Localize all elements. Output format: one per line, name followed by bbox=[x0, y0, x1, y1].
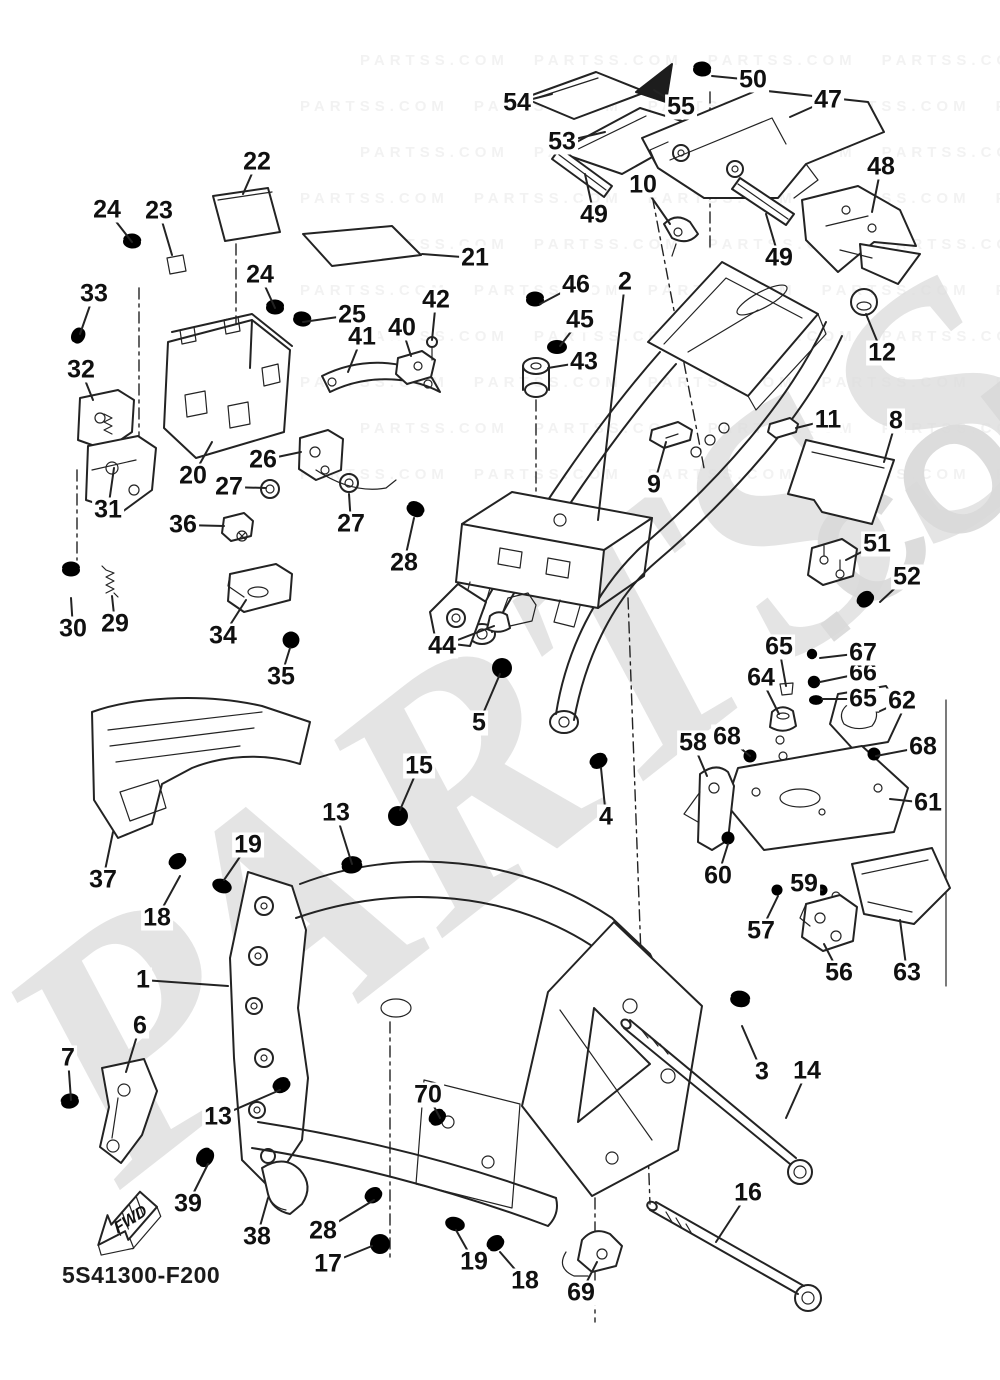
part-number-label: 64 bbox=[745, 663, 777, 692]
part-number-label: 53 bbox=[546, 127, 578, 156]
part-main-frame bbox=[59, 806, 822, 1312]
leader-line bbox=[597, 281, 626, 521]
part-number-label: 68 bbox=[907, 732, 939, 761]
part-number-label: 9 bbox=[645, 470, 663, 499]
part-number-label: 27 bbox=[335, 509, 367, 538]
part-rear-frame bbox=[429, 261, 878, 772]
part-number-label: 36 bbox=[167, 510, 199, 539]
part-number-label: 51 bbox=[861, 529, 893, 558]
part-number-label: 19 bbox=[458, 1247, 490, 1276]
part-number-label: 18 bbox=[509, 1266, 541, 1295]
part-number-label: 27 bbox=[213, 472, 245, 501]
part-number-label: 20 bbox=[177, 461, 209, 490]
part-number-label: 48 bbox=[865, 152, 897, 181]
part-number-label: 24 bbox=[91, 195, 123, 224]
part-number-label: 61 bbox=[912, 788, 944, 817]
part-number-label: 11 bbox=[812, 405, 844, 434]
part-number-label: 68 bbox=[711, 722, 743, 751]
part-number-label: 56 bbox=[823, 958, 855, 987]
part-number-label: 1 bbox=[134, 965, 152, 994]
leader-line bbox=[142, 979, 229, 987]
part-number-label: 16 bbox=[732, 1178, 764, 1207]
part-number-label: 2 bbox=[616, 267, 634, 296]
part-number-label: 59 bbox=[788, 869, 820, 898]
part-number-label: 65 bbox=[847, 684, 879, 713]
part-number-label: 21 bbox=[459, 243, 491, 272]
part-number-label: 60 bbox=[702, 861, 734, 890]
part-number-label: 32 bbox=[65, 355, 97, 384]
part-number-label: 70 bbox=[412, 1080, 444, 1109]
part-number-label: 49 bbox=[578, 200, 610, 229]
part-number-label: 12 bbox=[866, 338, 898, 367]
part-number-label: 25 bbox=[336, 300, 368, 329]
part-number-label: 30 bbox=[57, 614, 89, 643]
part-number-label: 69 bbox=[565, 1278, 597, 1307]
part-number-label: 19 bbox=[232, 830, 264, 859]
part-number-label: 45 bbox=[564, 305, 596, 334]
part-number-label: 5 bbox=[470, 708, 488, 737]
part-number-label: 44 bbox=[426, 631, 458, 660]
part-number-label: 13 bbox=[320, 798, 352, 827]
part-number-label: 26 bbox=[247, 445, 279, 474]
part-number-label: 37 bbox=[87, 865, 119, 894]
part-number-label: 33 bbox=[78, 279, 110, 308]
part-number-label: 31 bbox=[92, 495, 124, 524]
part-number-label: 28 bbox=[388, 548, 420, 577]
part-number-label: 28 bbox=[307, 1216, 339, 1245]
part-number-label: 24 bbox=[244, 260, 276, 289]
part-number-label: 3 bbox=[753, 1057, 771, 1086]
part-top-bracket-assembly bbox=[523, 60, 921, 285]
part-number-label: 14 bbox=[791, 1056, 823, 1085]
part-number-label: 15 bbox=[403, 751, 435, 780]
part-number-label: 35 bbox=[265, 662, 297, 691]
part-battery-box-group bbox=[62, 187, 441, 666]
part-number-label: 34 bbox=[207, 621, 239, 650]
part-number-label: 54 bbox=[501, 88, 533, 117]
part-heat-shield bbox=[91, 697, 311, 839]
part-number-label: 38 bbox=[241, 1222, 273, 1251]
part-number-label: 67 bbox=[847, 638, 879, 667]
part-number-label: 50 bbox=[737, 65, 769, 94]
part-number-label: 17 bbox=[312, 1249, 344, 1278]
part-number-label: 13 bbox=[202, 1102, 234, 1131]
part-number-label: 49 bbox=[763, 243, 795, 272]
part-number-label: 40 bbox=[386, 313, 418, 342]
part-number-label: 41 bbox=[346, 322, 378, 351]
part-number-label: 62 bbox=[886, 686, 918, 715]
part-number-label: 43 bbox=[568, 347, 600, 376]
drawing-code: 5S41300-F200 bbox=[62, 1262, 221, 1288]
part-number-label: 6 bbox=[131, 1011, 149, 1040]
part-number-label: 7 bbox=[59, 1043, 77, 1072]
part-number-label: 57 bbox=[745, 916, 777, 945]
fwd-arrow bbox=[97, 1190, 158, 1247]
part-number-label: 46 bbox=[560, 270, 592, 299]
part-number-label: 10 bbox=[627, 170, 659, 199]
part-number-label: 47 bbox=[812, 85, 844, 114]
part-number-label: 8 bbox=[887, 406, 905, 435]
part-number-label: 22 bbox=[241, 147, 273, 176]
part-number-label: 52 bbox=[891, 562, 923, 591]
part-number-label: 63 bbox=[891, 958, 923, 987]
part-number-label: 39 bbox=[172, 1189, 204, 1218]
part-number-label: 55 bbox=[665, 92, 697, 121]
part-number-label: 4 bbox=[597, 802, 615, 831]
part-number-label: 29 bbox=[99, 609, 131, 638]
part-number-label: 58 bbox=[677, 728, 709, 757]
part-number-label: 23 bbox=[143, 196, 175, 225]
part-number-label: 42 bbox=[420, 285, 452, 314]
part-number-label: 65 bbox=[763, 632, 795, 661]
part-number-label: 18 bbox=[141, 903, 173, 932]
